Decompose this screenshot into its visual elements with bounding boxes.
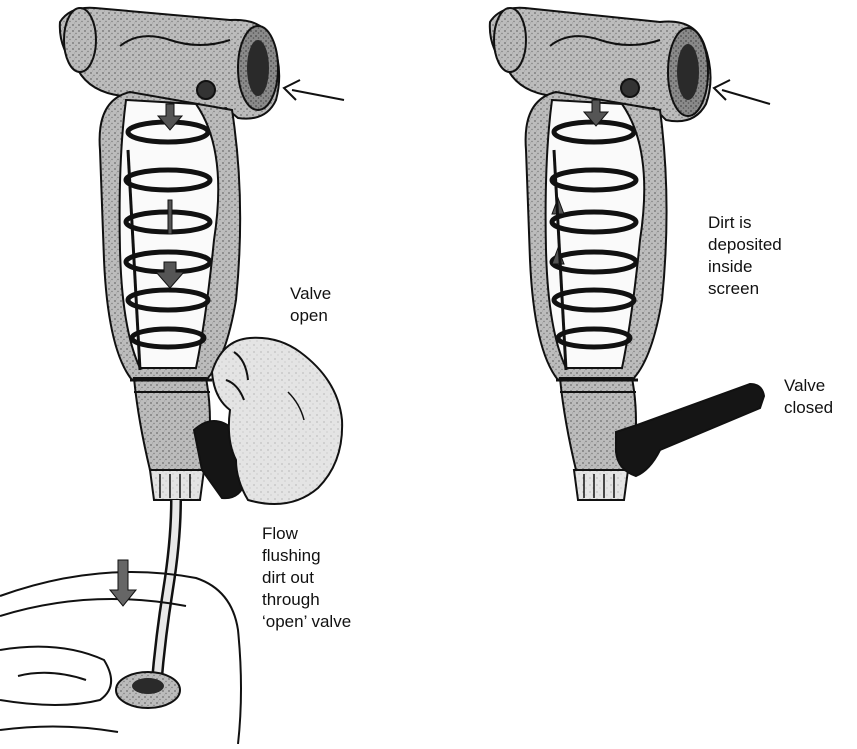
right-filter-bolt: [621, 79, 639, 97]
right-filter-outlet-port: [494, 8, 526, 72]
right-drain-nozzle: [574, 470, 628, 500]
left-filter: [0, 8, 344, 744]
left-inlet-arrow: [284, 80, 344, 100]
label-valve-closed: Valve closed: [784, 375, 833, 419]
label-flow-flushing: Flow flushing dirt out through ‘open’ va…: [262, 523, 351, 633]
right-valve-handle: [616, 384, 764, 476]
left-filter-outlet-port: [64, 8, 96, 72]
left-drain-nozzle: [150, 470, 204, 500]
left-filter-bolt: [197, 81, 215, 99]
label-dirt-deposited: Dirt is deposited inside screen: [708, 212, 782, 300]
label-valve-open: Valve open: [290, 283, 331, 327]
right-inlet-arrow: [714, 80, 770, 104]
